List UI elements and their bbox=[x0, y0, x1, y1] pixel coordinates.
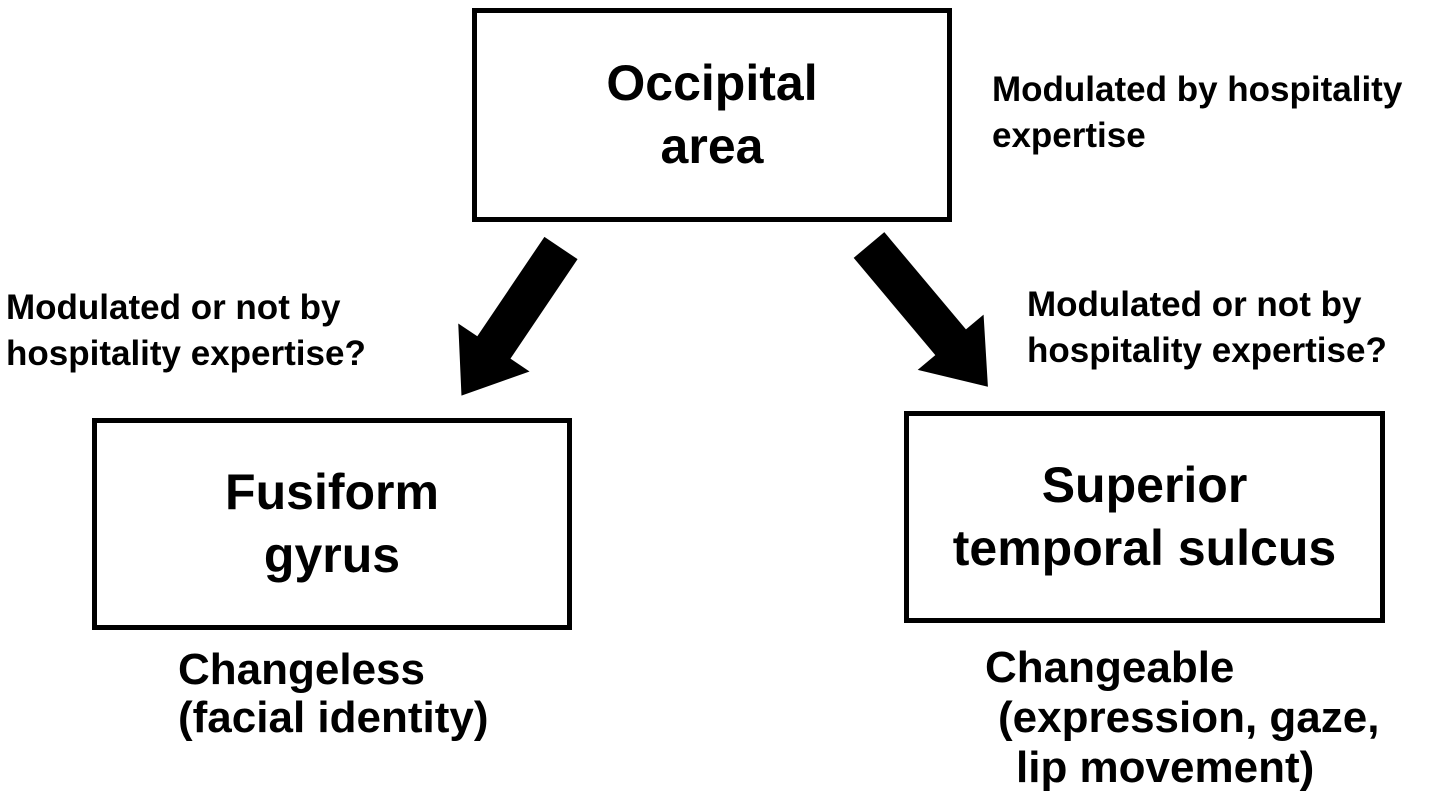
note-line: hospitality expertise? bbox=[6, 334, 366, 373]
fusiform-gyrus-node: Fusiform gyrus bbox=[92, 418, 572, 630]
note-line: Modulated or not by bbox=[6, 288, 341, 327]
node-label-line: area bbox=[660, 118, 764, 174]
occipital-area-node: Occipital area bbox=[472, 8, 952, 222]
sts-caption: Changeable (expression, gaze, lip moveme… bbox=[985, 643, 1379, 793]
caption-line: (facial identity) bbox=[178, 693, 489, 742]
node-label-line: temporal sulcus bbox=[952, 520, 1337, 576]
down-right-arrow-icon bbox=[853, 232, 988, 387]
note-line: hospitality expertise? bbox=[1027, 331, 1387, 370]
caption-line: Changeable bbox=[985, 643, 1235, 692]
note-line: Modulated or not by bbox=[1027, 285, 1362, 324]
node-label-line: Occipital bbox=[606, 55, 818, 111]
note-line: Modulated by hospitality bbox=[992, 70, 1403, 109]
down-left-arrow-icon bbox=[458, 236, 578, 396]
node-label-line: gyrus bbox=[263, 527, 401, 583]
fusiform-modulation-question: Modulated or not by hospitality expertis… bbox=[6, 285, 366, 377]
caption-line: (expression, gaze, bbox=[998, 693, 1380, 742]
occipital-modulation-note: Modulated by hospitality expertise bbox=[992, 67, 1402, 159]
caption-line: lip movement) bbox=[1016, 743, 1315, 792]
note-line: expertise bbox=[992, 116, 1146, 155]
superior-temporal-sulcus-node: Superior temporal sulcus bbox=[904, 411, 1385, 623]
sts-modulation-question: Modulated or not by hospitality expertis… bbox=[1027, 282, 1387, 374]
node-label-line: Fusiform bbox=[225, 464, 439, 520]
caption-line: Changeless bbox=[178, 645, 425, 694]
fusiform-caption: Changeless (facial identity) bbox=[178, 646, 489, 742]
node-label-line: Superior bbox=[1041, 457, 1248, 513]
